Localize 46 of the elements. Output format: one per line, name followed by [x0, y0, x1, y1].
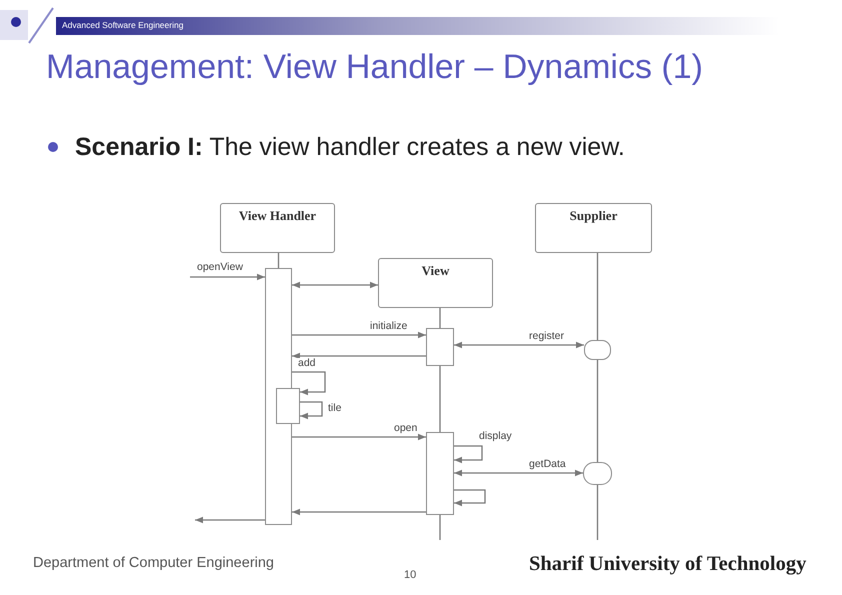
footer-text: Department of Computer Engineering [33, 555, 274, 572]
self-call-arrow [454, 489, 486, 506]
message-arrow [190, 274, 265, 280]
lifeline [439, 366, 441, 432]
header-text: Advanced Software Engineering [62, 21, 184, 30]
self-call-arrow [300, 401, 323, 420]
activation-bar [583, 462, 612, 485]
page-number: 10 [404, 569, 416, 582]
lifeline [439, 515, 441, 540]
lifeline [278, 253, 280, 268]
message-label: add [297, 358, 317, 370]
slide-title: Management: View Handler – Dynamics (1) [46, 48, 703, 88]
message-label: tile [327, 403, 342, 414]
bullet-text: Scenario I: The view handler creates a new view. [75, 132, 625, 162]
self-call-arrow [292, 371, 326, 396]
message-label: register [528, 331, 566, 342]
message-arrow [292, 332, 426, 338]
lifeline [439, 308, 441, 328]
message-arrow [292, 282, 378, 288]
object-box [220, 203, 335, 253]
message-label: display [478, 431, 513, 442]
object-name: View Handler [238, 209, 316, 224]
lifeline [596, 360, 598, 462]
message-arrow [195, 516, 265, 524]
activation-bar [584, 340, 611, 360]
self-call-arrow [454, 445, 483, 464]
message-label: initialize [369, 321, 408, 332]
message-arrow [454, 342, 584, 348]
message-arrow [454, 470, 583, 476]
activation-bar [426, 432, 454, 515]
activation-bar [426, 328, 454, 366]
message-label: open [393, 423, 418, 434]
object-name: Supplier [570, 209, 618, 224]
activation-bar [265, 268, 292, 525]
lifeline [596, 485, 598, 540]
footer-text: Sharif University of Technology [529, 552, 806, 577]
object-box [535, 203, 652, 253]
activation-bar [276, 388, 300, 424]
message-label: getData [528, 459, 567, 470]
message-label: openView [196, 262, 244, 274]
message-arrow [292, 352, 426, 360]
object-box [378, 258, 493, 308]
lifeline [596, 253, 598, 340]
message-arrow [292, 508, 426, 516]
object-name: View [422, 264, 450, 278]
message-arrow [292, 434, 426, 440]
